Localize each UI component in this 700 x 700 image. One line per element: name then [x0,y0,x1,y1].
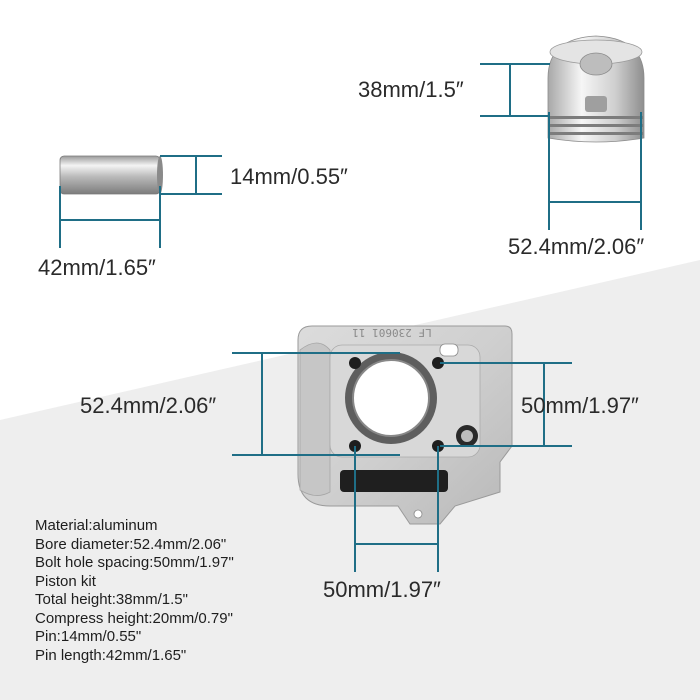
bolt-spacing-vertical-label: 50mm/1.97″ [521,393,639,418]
spec-item-material: Material:aluminum [35,517,158,534]
piston-diameter-label: 52.4mm/2.06″ [508,234,645,259]
spec-list: Material:aluminum Bore diameter:52.4mm/2… [35,517,234,665]
spec-item-bolt-hole-spacing: Bolt hole spacing:50mm/1.97" [35,554,234,571]
piston-pin [59,155,163,195]
pin-diameter-label: 14mm/0.55″ [230,164,348,189]
spec-item-total-height: Total height:38mm/1.5" [35,591,188,608]
cylinder-block [297,325,513,525]
spec-item-compress-height: Compress height:20mm/0.79" [35,609,233,627]
piston [547,35,645,143]
piston-height-label: 38mm/1.5″ [358,77,464,102]
spec-item-bore-diameter: Bore diameter:52.4mm/2.06" [35,535,227,553]
bolt-spacing-horizontal-label: 50mm/1.97″ [323,577,441,602]
cylinder-height-label: 52.4mm/2.06″ [80,393,217,418]
spec-item-pin: Pin:14mm/0.55" [35,628,142,645]
pin-length-label: 42mm/1.65″ [38,255,156,280]
spec-item-piston-kit: Piston kit [35,572,96,590]
cylinder-stamp: LF 230601 11 [352,326,431,339]
spec-item-pin-length: Pin length:42mm/1.65" [35,646,187,664]
dimension-lines [59,63,642,572]
